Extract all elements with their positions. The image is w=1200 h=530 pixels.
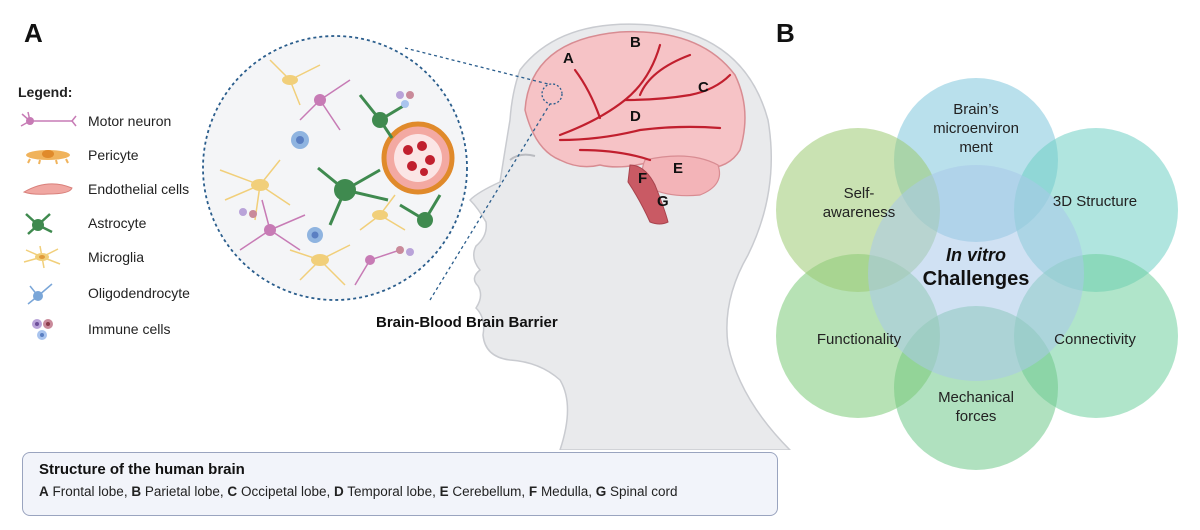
zoom-connector-top: [404, 47, 549, 85]
venn-label-microenvironment: Brain’s microenviron ment: [906, 100, 1046, 157]
bbb-label: Brain-Blood Brain Barrier: [376, 314, 558, 331]
brain-illustration: [202, 23, 792, 450]
venn-label-3d-structure: 3D Structure: [1030, 192, 1160, 211]
zoom-connector-bottom: [429, 103, 551, 301]
center-label-line1: In vitro: [945, 245, 1006, 265]
zoom-spot: [541, 83, 563, 105]
legend-item-endothelial: Endothelial cells: [18, 176, 189, 202]
brainstem: [627, 164, 669, 225]
motor-neuron-icon: [20, 111, 77, 127]
label-line: ment: [959, 139, 993, 156]
pericyte-icon: [26, 150, 70, 165]
structure-key: D: [334, 484, 344, 499]
astrocyte-icon: [25, 213, 53, 235]
legend-item-microglia: Microglia: [18, 244, 144, 270]
structure-name: Medulla: [540, 484, 589, 499]
structure-key: E: [439, 484, 449, 499]
legend-item-pericyte: Pericyte: [18, 142, 139, 168]
venn-label-connectivity: Connectivity: [1030, 330, 1160, 349]
label-line: Functionality: [816, 331, 902, 348]
venn-center-circle: [868, 165, 1084, 381]
legend-label: Microglia: [88, 249, 145, 265]
microglia-icon: [23, 245, 61, 269]
label-line: Mechanical: [938, 389, 1014, 406]
venn-label-functionality: Functionality: [794, 330, 924, 349]
eye-line: [509, 153, 536, 161]
panel-a-letter: A: [24, 18, 43, 48]
structure-key: A: [39, 484, 49, 499]
structure-title: Structure of the human brain: [39, 461, 245, 478]
label-line: Connectivity: [1054, 331, 1136, 348]
venn-label-self-awareness: Self- awareness: [794, 184, 924, 222]
legend-label: Astrocyte: [88, 215, 147, 231]
legend-title: Legend:: [18, 84, 73, 100]
structure-key: B: [131, 484, 142, 499]
label-line: awareness: [822, 204, 896, 221]
venn-label-mechanical-forces: Mechanical forces: [906, 388, 1046, 426]
legend-item-motor-neuron: Motor neuron: [18, 108, 171, 134]
cerebral-vessels: [558, 43, 732, 162]
structure-name: Occipetal lobe: [240, 484, 327, 499]
immune-cells-icon: [32, 319, 53, 340]
legend-item-astrocyte: Astrocyte: [18, 210, 146, 236]
structure-name: Parietal lobe: [144, 484, 220, 499]
structure-name: Cerebellum: [452, 484, 522, 499]
legend-item-oligodendrocyte: Oligodendrocyte: [18, 280, 190, 306]
brain-letter-a: A: [563, 50, 574, 67]
oligodendrocyte-icon: [27, 283, 53, 305]
structure-key: C: [227, 484, 238, 499]
brain-letter-d: D: [630, 108, 641, 125]
brain-letter-c: C: [698, 79, 709, 96]
legend-item-immune-cells: Immune cells: [18, 316, 170, 342]
panel-b-letter: B: [776, 18, 795, 48]
label-line: forces: [955, 408, 997, 425]
structure-box: Structure of the human brain A Frontal l…: [22, 452, 778, 516]
label-line: Self-: [843, 185, 875, 202]
brain-letter-b: B: [630, 34, 641, 51]
brain-letter-e: E: [673, 160, 684, 177]
challenges-venn: [776, 78, 1178, 470]
venn-center-label: In vitro Challenges: [906, 244, 1046, 292]
structure-list: A Frontal lobe, B Parietal lobe, C Occip…: [39, 484, 678, 499]
structure-name: Spinal cord: [610, 484, 678, 499]
center-label-line2: Challenges: [922, 268, 1030, 290]
legend-label: Pericyte: [88, 147, 139, 163]
label-line: microenviron: [933, 120, 1019, 137]
legend-label: Motor neuron: [88, 113, 172, 129]
brain-letter-g: G: [657, 193, 669, 210]
bbb-cells: [219, 59, 455, 286]
structure-name: Temporal lobe: [347, 484, 433, 499]
legend-label: Endothelial cells: [88, 181, 190, 197]
structure-key: F: [528, 484, 538, 499]
structure-key: G: [595, 484, 607, 499]
structure-name: Frontal lobe: [52, 484, 124, 499]
brain-letter-f: F: [638, 170, 648, 187]
label-line: 3D Structure: [1052, 193, 1138, 210]
endothelial-cell-icon: [22, 183, 73, 195]
label-line: Brain’s: [953, 101, 999, 118]
legend-label: Oligodendrocyte: [88, 285, 190, 301]
legend-label: Immune cells: [88, 321, 171, 337]
